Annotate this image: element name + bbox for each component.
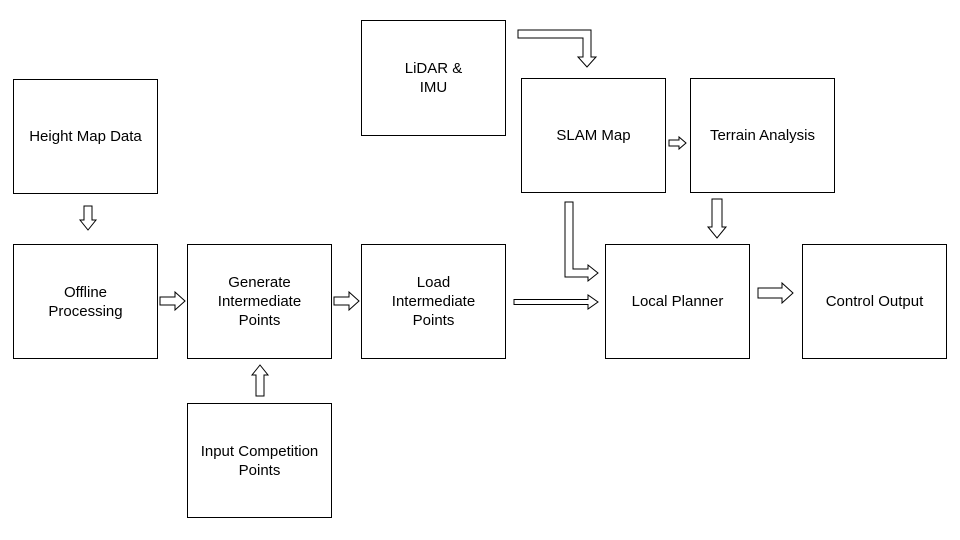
node-label-line: Control Output bbox=[825, 293, 924, 310]
node-label-line: Local Planner bbox=[631, 293, 724, 310]
arrow-height-map-to-offline bbox=[78, 205, 98, 231]
node-label-line: LiDAR & bbox=[404, 60, 463, 77]
node-label-line: Input Competition bbox=[200, 442, 319, 460]
arrow-load-to-local-planner bbox=[513, 294, 599, 310]
node-label-line: Height Map Data bbox=[29, 128, 142, 145]
arrow-terrain-to-local-planner bbox=[706, 198, 728, 239]
node-control-output: Control Output bbox=[802, 244, 947, 359]
node-label-line: Offline bbox=[63, 283, 108, 301]
node-label-line: Points bbox=[412, 312, 455, 329]
node-label-line: Load bbox=[416, 274, 451, 291]
node-label-line: Intermediate bbox=[217, 293, 302, 310]
node-offline-processing: Offline Processing bbox=[13, 244, 158, 359]
node-label-line: Processing bbox=[48, 302, 123, 320]
node-label-line: Terrain Analysis bbox=[709, 127, 816, 144]
node-input-competition-points: Input Competition Points bbox=[187, 403, 332, 518]
node-label-line: Intermediate bbox=[391, 293, 476, 310]
node-label-line: Generate bbox=[228, 274, 291, 291]
node-load-intermediate-points: Load Intermediate Points bbox=[361, 244, 506, 359]
node-height-map-data: Height Map Data bbox=[13, 79, 158, 194]
arrow-input-points-to-generate bbox=[250, 364, 270, 397]
arrow-local-planner-to-control bbox=[757, 281, 794, 305]
arrow-slam-to-terrain bbox=[668, 135, 687, 151]
node-lidar-imu: LiDAR & IMU bbox=[361, 20, 506, 136]
node-generate-intermediate-points: Generate Intermediate Points bbox=[187, 244, 332, 359]
arrow-lidar-to-slam bbox=[517, 29, 598, 68]
node-local-planner: Local Planner bbox=[605, 244, 750, 359]
arrow-slam-to-local-planner bbox=[564, 201, 599, 283]
arrow-offline-to-generate bbox=[159, 290, 186, 312]
node-label-line: Points bbox=[238, 312, 281, 329]
node-label-line: SLAM Map bbox=[556, 127, 631, 144]
arrow-generate-to-load bbox=[333, 290, 360, 312]
node-label-line: IMU bbox=[419, 79, 448, 96]
node-label-line: Points bbox=[238, 461, 281, 479]
node-slam-map: SLAM Map bbox=[521, 78, 666, 193]
node-terrain-analysis: Terrain Analysis bbox=[690, 78, 835, 193]
